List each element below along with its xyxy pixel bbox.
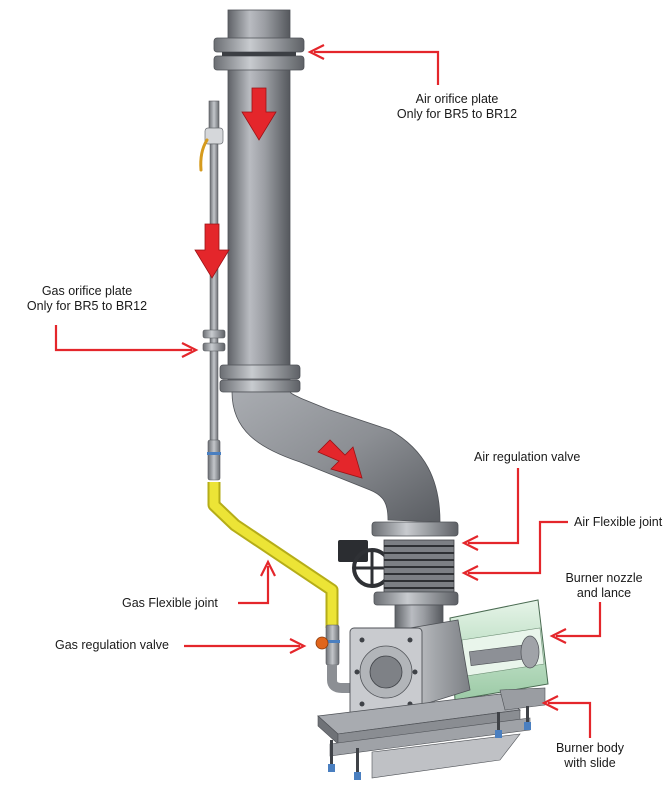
gas-flexible-joint xyxy=(209,482,337,628)
label-line: with slide xyxy=(564,756,616,770)
label-line: Gas orifice plate xyxy=(41,284,133,298)
gas-regulation-valve xyxy=(315,636,329,650)
label-line: Only for BR5 to BR12 xyxy=(396,107,518,121)
gas-flow-arrow-down-icon xyxy=(194,223,230,279)
label-line: Burner body xyxy=(555,741,625,755)
burner-assembly xyxy=(317,599,549,780)
label-line: and lance xyxy=(576,586,632,600)
label-gas-flexible-joint: Gas Flexible joint xyxy=(122,596,218,611)
leader-burner-nozzle xyxy=(556,602,602,638)
label-burner-nozzle: Burner nozzle and lance xyxy=(554,571,654,601)
air-flexible-joint xyxy=(383,539,455,593)
air-orifice-plate xyxy=(213,37,305,53)
burner-slide xyxy=(317,687,546,780)
label-line: Gas regulation valve xyxy=(55,638,169,652)
label-air-regulation-valve: Air regulation valve xyxy=(474,450,580,465)
leader-gas-orifice xyxy=(54,325,192,352)
label-air-orifice-plate: Air orifice plate Only for BR5 to BR12 xyxy=(382,92,532,122)
leader-gas-flexible-joint xyxy=(238,566,270,605)
leader-air-regulation-valve xyxy=(468,468,520,545)
label-line: Burner nozzle xyxy=(565,571,643,585)
label-air-flexible-joint: Air Flexible joint xyxy=(574,515,662,530)
label-gas-regulation-valve: Gas regulation valve xyxy=(55,638,169,653)
label-line: Air regulation valve xyxy=(474,450,581,464)
air-flow-arrow-down-icon xyxy=(241,87,277,141)
gas-valve-handle xyxy=(199,138,209,172)
label-burner-body: Burner body with slide xyxy=(550,741,630,771)
label-line: Only for BR5 to BR12 xyxy=(26,299,148,313)
leader-burner-body xyxy=(548,701,592,738)
leader-air-flexible-joint xyxy=(468,520,568,575)
gas-orifice-plate xyxy=(202,329,226,339)
label-gas-orifice-plate: Gas orifice plate Only for BR5 to BR12 xyxy=(12,284,162,314)
callout-leaders xyxy=(54,44,602,738)
flow-arrows xyxy=(194,87,363,479)
leader-air-orifice xyxy=(314,50,440,85)
air-regulation-valve xyxy=(371,521,459,537)
gas-line xyxy=(199,100,360,693)
label-line: Air Flexible joint xyxy=(574,515,663,529)
label-line: Gas Flexible joint xyxy=(122,596,218,610)
label-line: Air orifice plate xyxy=(415,92,499,106)
air-flow-arrow-diagonal-icon xyxy=(317,439,363,479)
